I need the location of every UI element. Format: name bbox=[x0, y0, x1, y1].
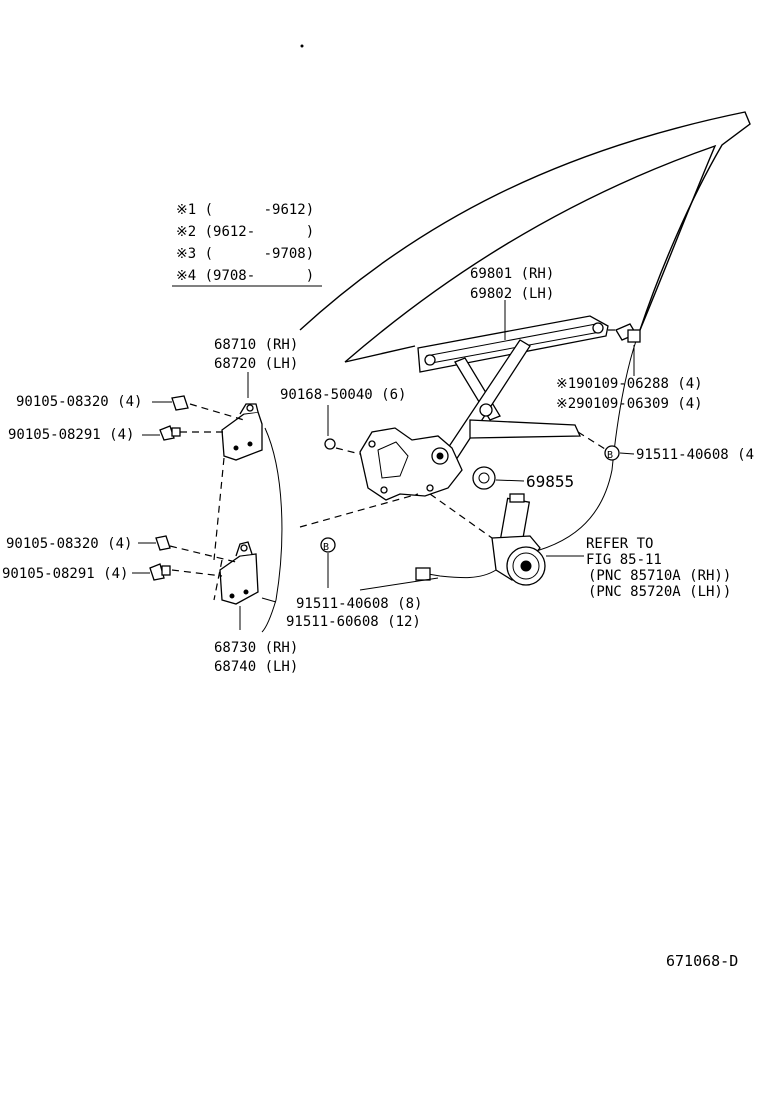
door-glass bbox=[299, 111, 751, 556]
bolt-marker-right: B bbox=[577, 431, 635, 461]
label-bottom-bolt-2: 91511-60608 (12) bbox=[286, 614, 421, 630]
legend-line-4: ※4 (9708- ) bbox=[176, 268, 314, 284]
regulator-motor bbox=[415, 493, 584, 586]
label-pnc-lh: (PNC 85720A (LH)) bbox=[588, 584, 731, 600]
label-lower-hinge-rh: 68730 (RH) bbox=[214, 640, 298, 656]
label-bottom-bolt-1: 91511-40608 (8) bbox=[296, 596, 422, 612]
svg-text:B: B bbox=[323, 542, 329, 553]
label-bolt-a2: 90105-08320 (4) bbox=[6, 536, 132, 552]
label-bolt-a1: 90105-08320 (4) bbox=[16, 394, 142, 410]
svg-text:B: B bbox=[607, 450, 613, 461]
label-lower-hinge-lh: 68740 (LH) bbox=[214, 659, 298, 675]
hinge-alignment bbox=[213, 457, 225, 561]
label-bolt-b2: 90105-08291 (4) bbox=[2, 566, 128, 582]
hinge-alignment-lower bbox=[213, 559, 223, 601]
label-regulator-lh: 69802 (LH) bbox=[470, 286, 554, 302]
legend-line-2: ※2 (9612- ) bbox=[176, 224, 314, 240]
label-screw: 90168-50040 (6) bbox=[280, 387, 406, 403]
label-regulator-rh: 69801 (RH) bbox=[470, 266, 554, 282]
legend-line-1: ※1 ( -9612) bbox=[176, 202, 314, 218]
label-pnc-rh: (PNC 85710A (RH)) bbox=[588, 568, 731, 584]
label-upper-hinge-rh: 68710 (RH) bbox=[214, 337, 298, 353]
label-glass-bolt-2: ※290109-06309 (4) bbox=[556, 396, 703, 412]
door-frame-edge bbox=[261, 427, 283, 633]
legend: ※1 ( -9612) ※2 (9612- ) ※3 ( -9708) ※4 (… bbox=[172, 202, 322, 287]
stray-dot bbox=[300, 44, 304, 48]
label-glass-bolt-1: ※190109-06288 (4) bbox=[556, 376, 703, 392]
label-bushing: 69855 bbox=[526, 472, 574, 491]
lower-hinge bbox=[132, 535, 277, 630]
window-regulator bbox=[359, 339, 582, 501]
label-bolt-b1: 90105-08291 (4) bbox=[8, 427, 134, 443]
screw-90168 bbox=[324, 405, 361, 455]
glass-bolts bbox=[608, 323, 641, 376]
label-bolt-right: 91511-40608 (4 bbox=[636, 447, 754, 463]
upper-hinge bbox=[142, 372, 263, 461]
label-fig-ref: FIG 85-11 bbox=[586, 552, 662, 568]
part-labels: 69801 (RH) 69802 (LH) 68710 (RH) 68720 (… bbox=[2, 266, 754, 970]
figure-id: 671068-D bbox=[666, 952, 738, 970]
label-refer-to: REFER TO bbox=[586, 536, 653, 552]
bushing-69855 bbox=[472, 466, 525, 490]
label-upper-hinge-lh: 68720 (LH) bbox=[214, 356, 298, 372]
bolt-marker-lower: B bbox=[299, 493, 439, 591]
legend-line-3: ※3 ( -9708) bbox=[176, 246, 314, 262]
